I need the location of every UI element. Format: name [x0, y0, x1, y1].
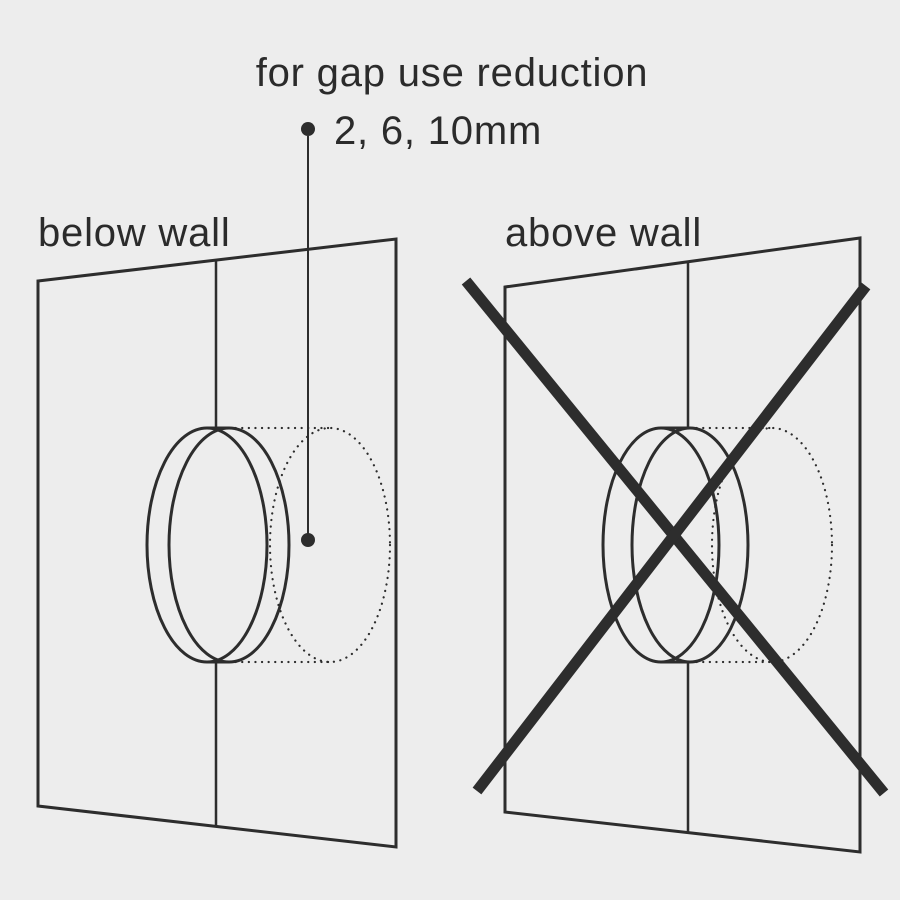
below-wall-diagram: below wall: [36, 211, 398, 849]
above-wall-diagram: above wall: [461, 211, 889, 854]
recessed-projection-dotted-right: [688, 426, 834, 664]
annotation-bullet-dot: [301, 122, 315, 136]
below-wall-label: below wall: [38, 211, 231, 255]
recessed-ellipse-dotted-right: [710, 426, 834, 664]
wall-plate-outline-right: [503, 236, 862, 854]
knob-body: [145, 426, 291, 664]
knob-rim: [167, 426, 291, 664]
knob-front-face: [145, 426, 269, 664]
above-wall-label: above wall: [505, 211, 702, 255]
leader-end-dot: [301, 533, 315, 547]
wall-plate-outline: [36, 237, 398, 849]
annotation-line1: for gap use reduction: [256, 51, 649, 95]
gap-reduction-annotation: for gap use reduction 2, 6, 10mm: [256, 51, 649, 547]
annotation-line2: 2, 6, 10mm: [334, 109, 542, 153]
prohibition-x-mark: [461, 277, 889, 797]
recessed-projection-dotted: [227, 426, 392, 664]
recessed-ellipse-dotted: [268, 426, 392, 664]
x-mark-stroke-2: [472, 282, 871, 795]
